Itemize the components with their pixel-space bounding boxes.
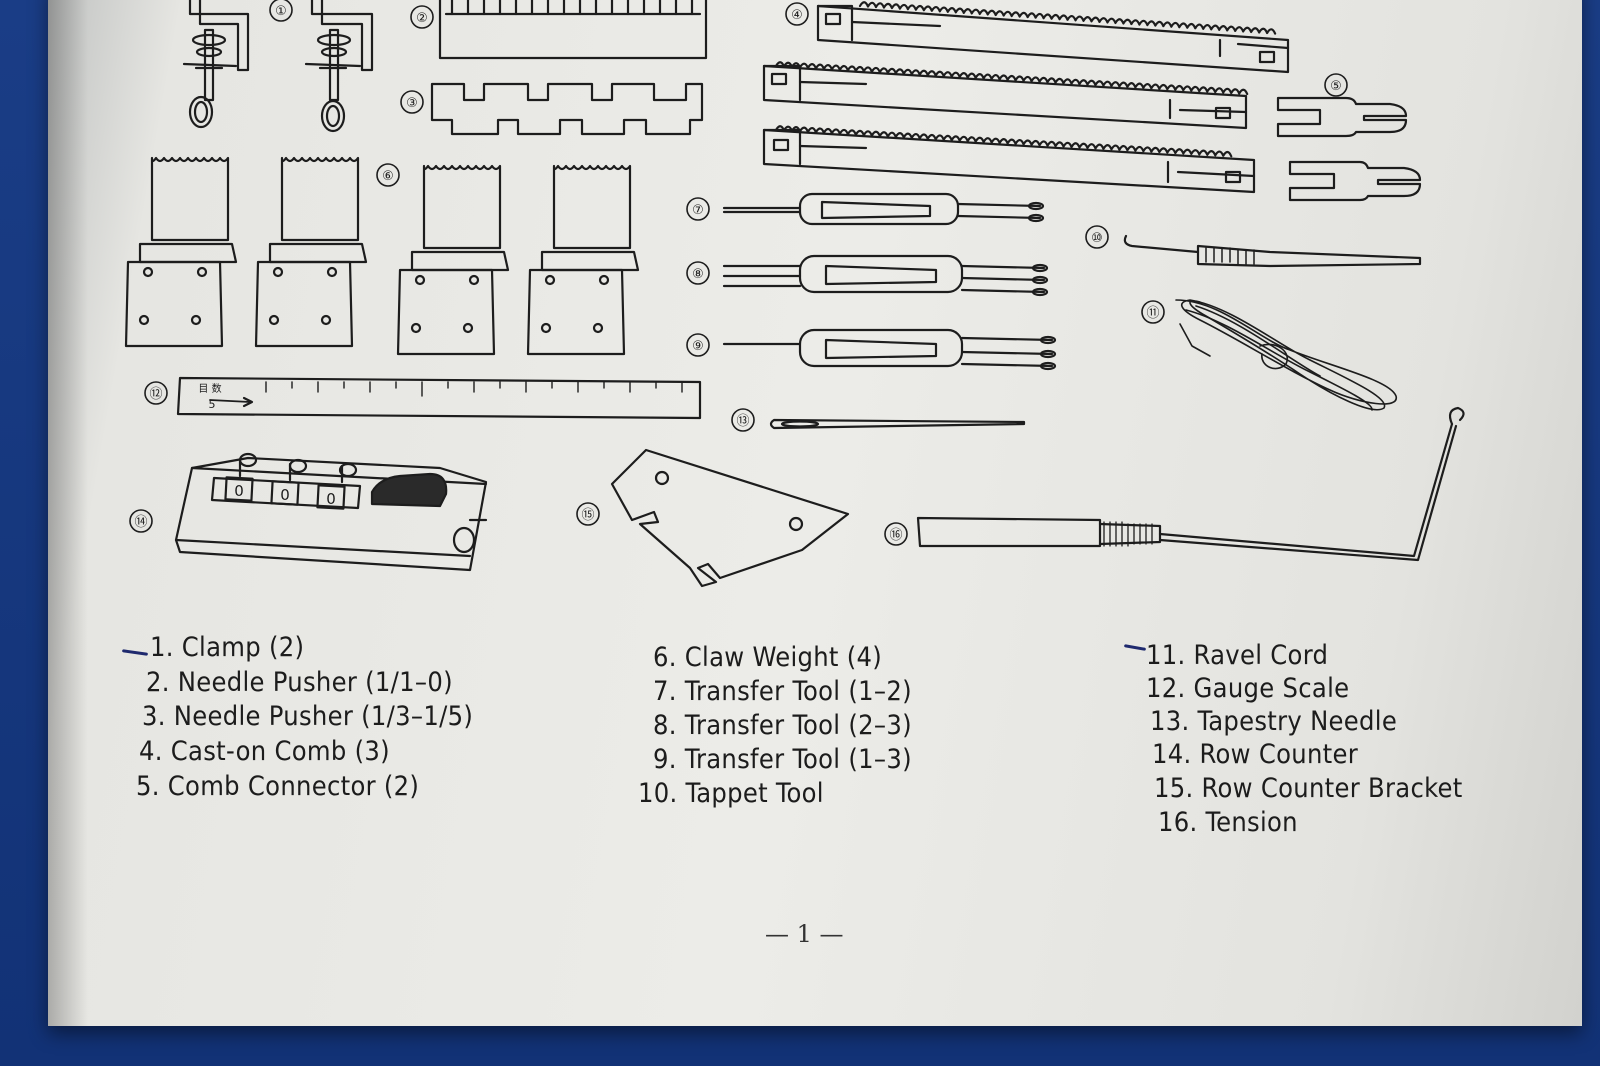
callout-2: ② <box>416 11 428 26</box>
part-item-15: 15. Row Counter Bracket <box>1154 773 1463 804</box>
part-item-12: 12. Gauge Scale <box>1146 673 1350 704</box>
callout-13: ⑬ <box>736 414 749 429</box>
pen-mark <box>1123 644 1147 651</box>
part-item-1: 1. Clamp (2) <box>150 632 305 663</box>
part-item-8: 8. Transfer Tool (2–3) <box>653 710 912 741</box>
callout-15: ⑮ <box>581 508 594 523</box>
tappet-tool-illustration <box>1123 234 1422 268</box>
callout-4: ④ <box>791 8 803 23</box>
callout-9: ⑨ <box>692 339 704 354</box>
part-item-16: 16. Tension <box>1158 807 1298 838</box>
ravel-cord-illustration <box>1175 299 1397 411</box>
callout-14: ⑭ <box>134 515 147 530</box>
callout-8: ⑧ <box>692 267 704 282</box>
part-item-13: 13. Tapestry Needle <box>1150 706 1398 737</box>
manual-page <box>48 0 1582 1026</box>
clamp-illustration-2 <box>304 0 374 133</box>
gauge-scale-illustration <box>176 376 702 420</box>
callout-5: ⑤ <box>1330 79 1342 94</box>
part-item-2: 2. Needle Pusher (1/1–0) <box>146 667 453 698</box>
counter-digit-2: 0 <box>280 486 290 504</box>
claw-weight-illustration <box>124 156 640 356</box>
transfer-tool-illustration <box>722 254 1049 297</box>
callout-16: ⑯ <box>889 528 902 543</box>
callout-10: ⑩ <box>1091 231 1103 246</box>
cast-on-comb-illustration <box>762 1 1290 194</box>
row-counter-bracket-illustration <box>610 448 850 588</box>
part-item-11: 11. Ravel Cord <box>1146 640 1329 671</box>
counter-digit-1: 0 <box>234 482 244 500</box>
page-number: — 1 — <box>765 920 844 948</box>
needle-pusher-illustration <box>438 0 708 60</box>
part-item-9: 9. Transfer Tool (1–3) <box>653 744 912 775</box>
comb-connector-illustration <box>1276 96 1422 202</box>
callout-7: ⑦ <box>692 203 704 218</box>
callout-1: ① <box>275 4 287 19</box>
pen-mark <box>121 649 149 656</box>
tapestry-needle-illustration <box>769 418 1026 430</box>
part-item-10: 10. Tappet Tool <box>638 778 824 809</box>
callouts <box>129 0 1348 546</box>
needle-pusher-alt-illustration <box>430 82 704 136</box>
transfer-tool-illustration <box>722 328 1057 371</box>
part-item-4: 4. Cast-on Comb (3) <box>139 736 390 767</box>
clamp-illustration-1 <box>182 0 250 129</box>
part-item-6: 6. Claw Weight (4) <box>653 642 883 673</box>
part-item-5: 5. Comb Connector (2) <box>136 771 420 802</box>
part-item-14: 14. Row Counter <box>1152 739 1358 770</box>
callout-3: ③ <box>406 96 418 111</box>
row-counter-illustration <box>174 452 488 572</box>
callout-6: ⑥ <box>382 169 394 184</box>
counter-digit-3: 0 <box>326 490 336 508</box>
transfer-tool-illustration <box>722 192 1045 226</box>
page-fold-shadow <box>48 0 88 1026</box>
callout-11: ⑪ <box>1146 306 1159 321</box>
gauge-scale-number: 5 <box>209 398 216 411</box>
gauge-scale-label: 目 数 <box>198 382 221 395</box>
tension-illustration <box>916 406 1465 562</box>
part-item-7: 7. Transfer Tool (1–2) <box>653 676 912 707</box>
part-item-3: 3. Needle Pusher (1/3–1/5) <box>142 701 474 732</box>
callout-12: ⑫ <box>149 387 162 402</box>
